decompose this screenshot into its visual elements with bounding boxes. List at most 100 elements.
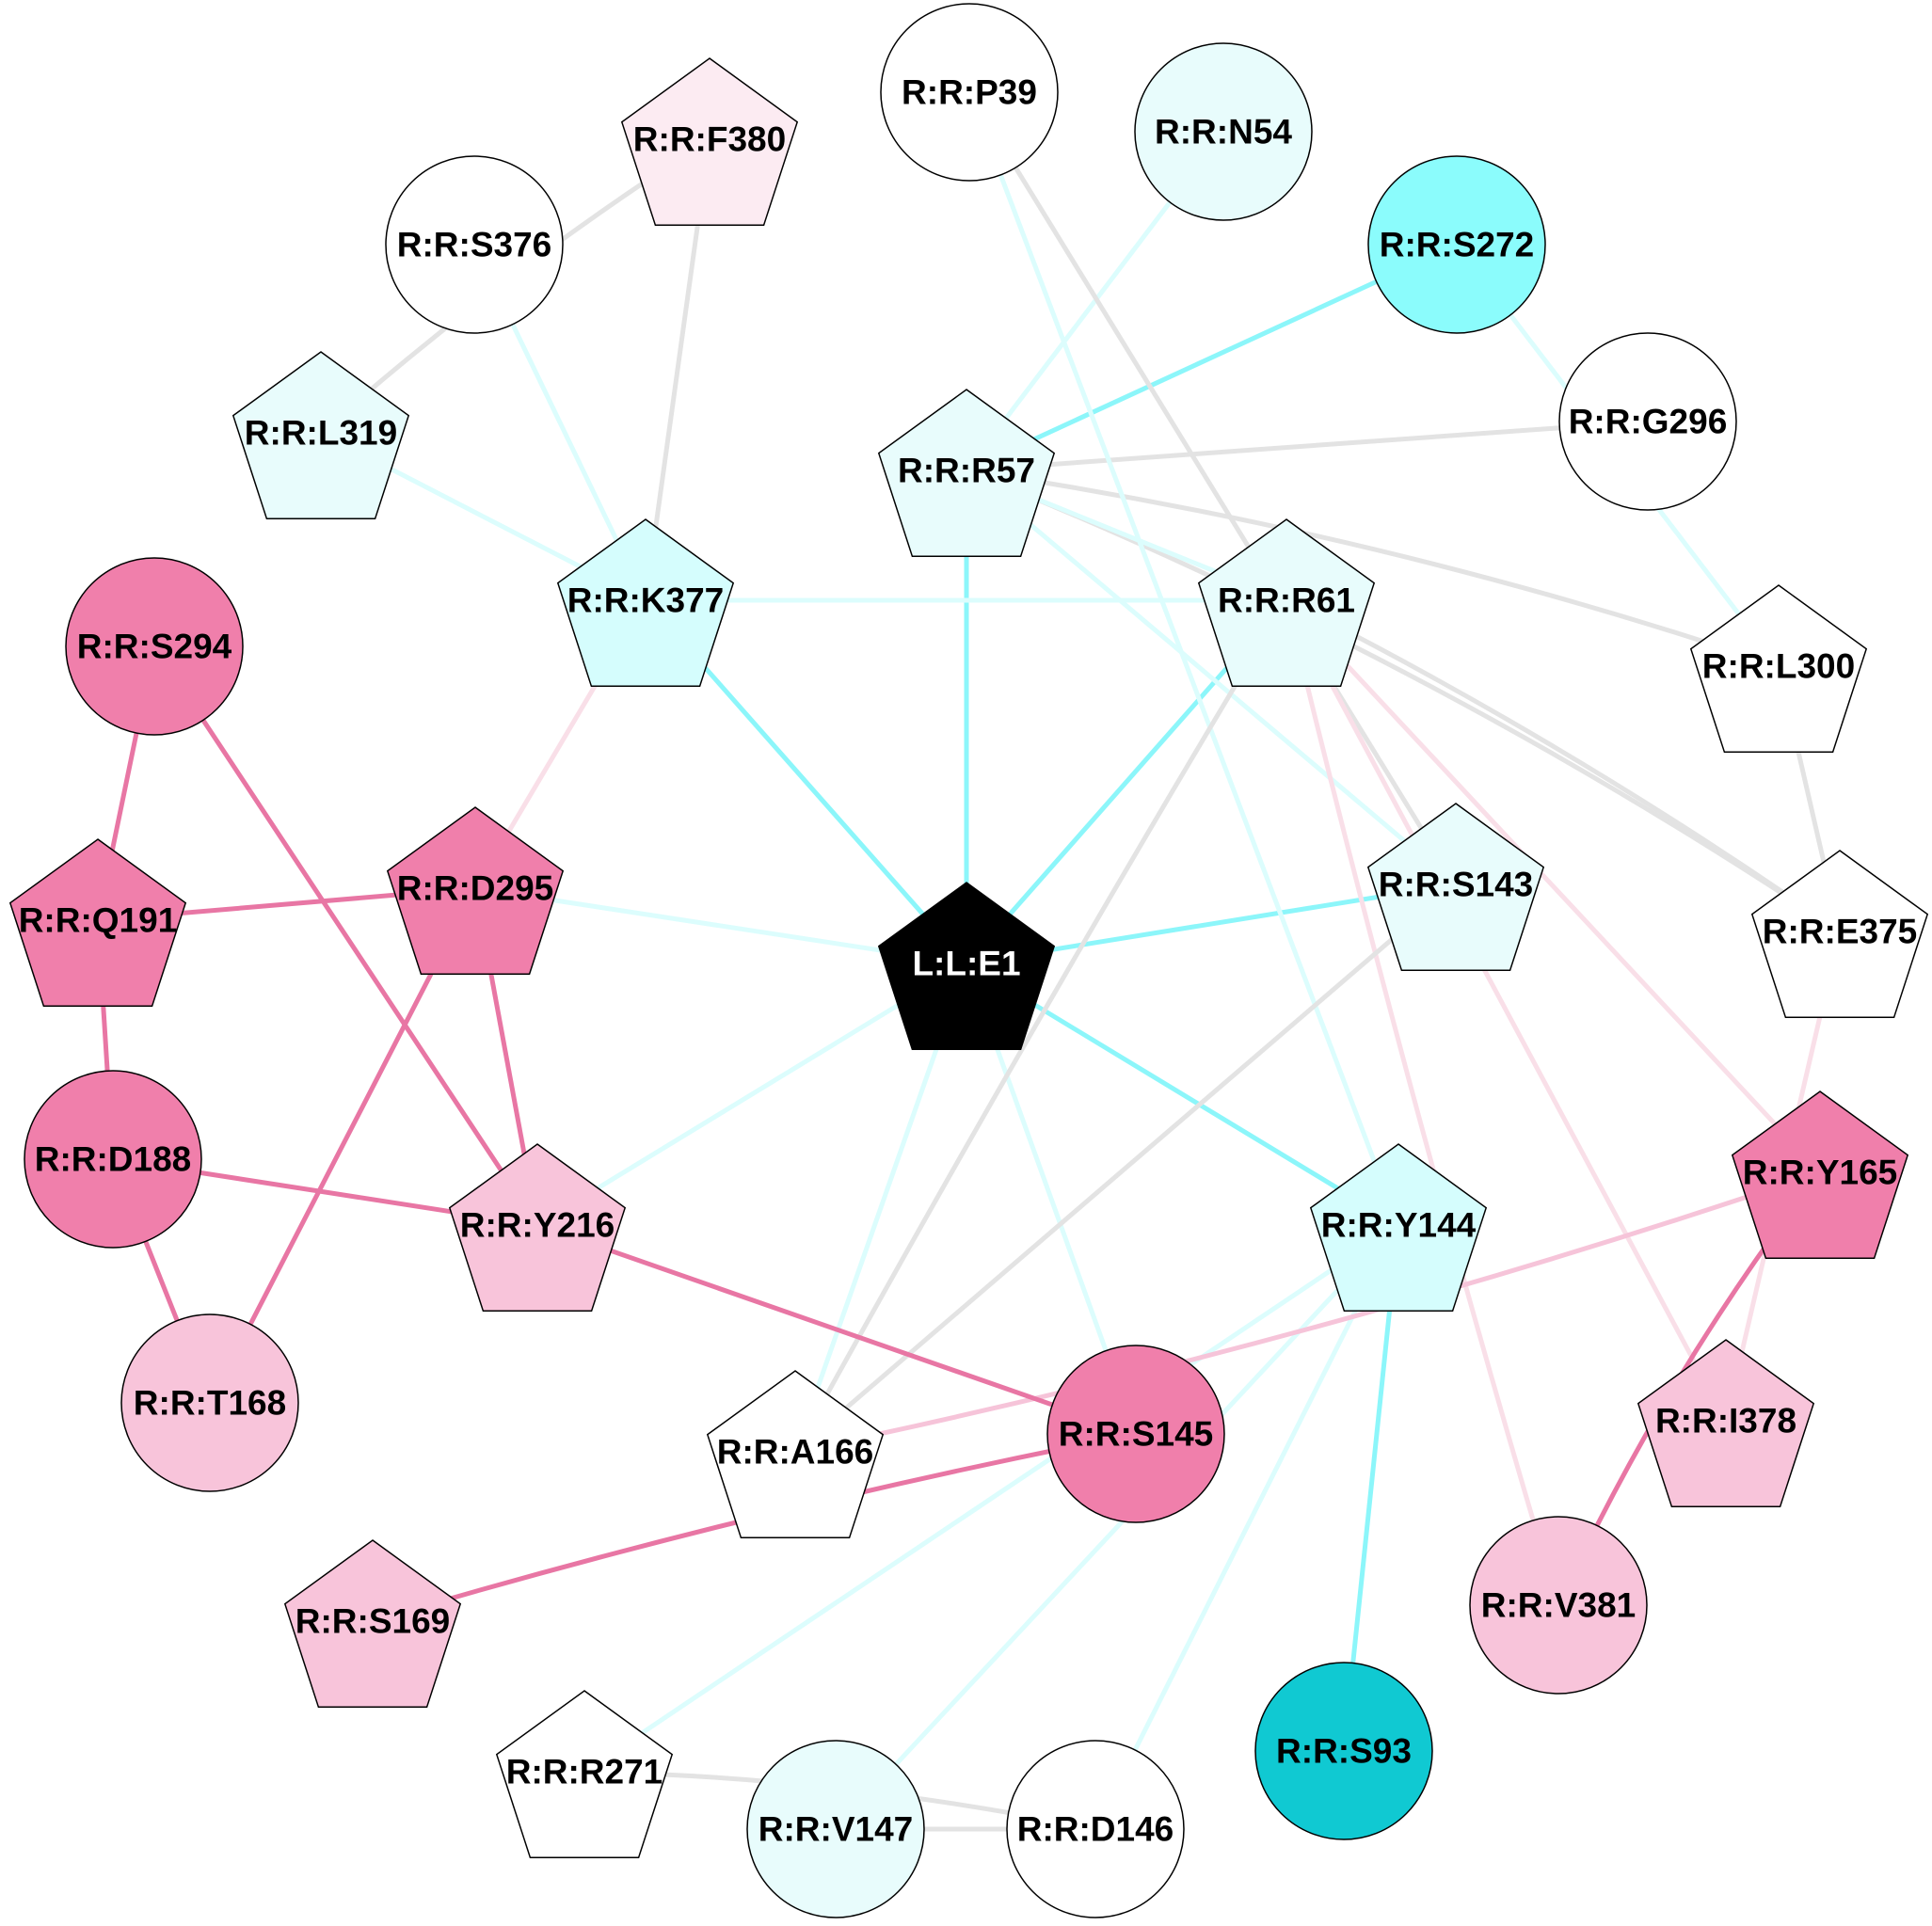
node-s272-circle	[1367, 155, 1546, 334]
node-label: R:R:D146	[1017, 1810, 1174, 1849]
node-v381-circle	[1469, 1516, 1648, 1695]
node-e1[interactable]: L:L:E1	[877, 882, 1056, 1051]
node-label: R:R:F380	[633, 120, 786, 159]
node-label: R:R:R57	[898, 452, 1035, 490]
node-l319-pentagon	[232, 351, 410, 520]
node-g296-circle	[1558, 332, 1737, 511]
node-r57-pentagon	[877, 389, 1056, 558]
edge-y144-r271	[583, 1222, 1400, 1775]
node-y144-pentagon	[1309, 1143, 1488, 1313]
node-e1-pentagon	[877, 882, 1056, 1051]
node-q191-pentagon	[8, 838, 187, 1008]
node-v381[interactable]: R:R:V381	[1469, 1516, 1648, 1695]
node-label: R:R:Y216	[460, 1206, 615, 1245]
edge-r61-e375	[1285, 597, 1842, 934]
node-d295[interactable]: R:R:D295	[386, 806, 565, 976]
node-s376[interactable]: R:R:S376	[385, 155, 564, 334]
node-v147-circle	[746, 1740, 925, 1918]
node-r271[interactable]: R:R:R271	[495, 1690, 674, 1859]
node-y216[interactable]: R:R:Y216	[448, 1143, 627, 1313]
node-a166[interactable]: R:R:A166	[706, 1370, 885, 1539]
edge-s143-a166	[793, 883, 1458, 1454]
node-i378[interactable]: R:R:I378	[1637, 1339, 1815, 1508]
node-e375-pentagon	[1750, 850, 1929, 1019]
node-s93[interactable]: R:R:S93	[1254, 1662, 1433, 1840]
edge-s294-y216	[152, 645, 540, 1227]
node-s143[interactable]: R:R:S143	[1366, 803, 1545, 972]
node-label: R:R:G296	[1569, 403, 1728, 441]
node-q191[interactable]: R:R:Q191	[8, 838, 187, 1008]
node-label: R:R:S93	[1276, 1732, 1412, 1771]
edge-y165-a166	[794, 1170, 1821, 1455]
node-label: R:R:Y165	[1743, 1154, 1898, 1192]
node-label: R:R:L319	[245, 414, 397, 453]
node-label: R:R:A166	[717, 1433, 874, 1472]
node-v147[interactable]: R:R:V147	[746, 1740, 925, 1918]
node-label: R:R:I378	[1655, 1402, 1796, 1441]
node-label: R:R:D295	[397, 869, 554, 908]
node-r61[interactable]: R:R:R61	[1197, 518, 1376, 688]
node-k377-pentagon	[556, 518, 735, 688]
node-label: R:R:S376	[397, 226, 552, 264]
node-a166-pentagon	[706, 1370, 885, 1539]
node-l319[interactable]: R:R:L319	[232, 351, 410, 520]
edge-e1-y144	[965, 961, 1400, 1228]
node-s145-circle	[1046, 1345, 1225, 1523]
node-s272[interactable]: R:R:S272	[1367, 155, 1546, 334]
node-s294[interactable]: R:R:S294	[65, 557, 244, 736]
node-label: R:R:S169	[295, 1602, 451, 1641]
node-y216-pentagon	[448, 1143, 627, 1313]
node-y165[interactable]: R:R:Y165	[1731, 1090, 1909, 1260]
edge-r57-l300	[966, 468, 1780, 669]
node-d188[interactable]: R:R:D188	[24, 1070, 202, 1249]
node-s93-circle	[1254, 1662, 1433, 1840]
node-y165-pentagon	[1731, 1090, 1909, 1260]
node-d295-pentagon	[386, 806, 565, 976]
node-d146-circle	[1006, 1740, 1185, 1918]
node-d188-circle	[24, 1070, 202, 1249]
node-label: R:R:Q191	[19, 901, 178, 940]
node-s145[interactable]: R:R:S145	[1046, 1345, 1225, 1523]
node-label: R:R:L300	[1702, 647, 1855, 686]
edge-r57-g296	[966, 419, 1649, 473]
node-s169[interactable]: R:R:S169	[283, 1539, 462, 1709]
node-label: R:R:S294	[77, 628, 232, 666]
edge-y216-s145	[536, 1222, 1137, 1437]
node-s376-circle	[385, 155, 564, 334]
node-t168[interactable]: R:R:T168	[120, 1313, 299, 1492]
edge-p39-y144	[966, 91, 1401, 1226]
node-s143-pentagon	[1366, 803, 1545, 972]
node-r57[interactable]: R:R:R57	[877, 389, 1056, 558]
node-l300[interactable]: R:R:L300	[1689, 584, 1868, 754]
edge-e1-y216	[535, 961, 968, 1228]
node-label: R:R:V381	[1481, 1586, 1637, 1625]
node-label: R:R:S143	[1379, 866, 1534, 904]
node-label: R:R:N54	[1155, 113, 1292, 151]
node-i378-pentagon	[1637, 1339, 1815, 1508]
node-y144[interactable]: R:R:Y144	[1309, 1143, 1488, 1313]
node-label: R:R:S272	[1380, 226, 1535, 264]
node-g296[interactable]: R:R:G296	[1558, 332, 1737, 511]
node-p39[interactable]: R:R:P39	[880, 3, 1059, 182]
edge-p39-s143	[966, 90, 1459, 886]
edge-r61-y165	[1285, 598, 1822, 1174]
node-e375[interactable]: R:R:E375	[1750, 850, 1929, 1019]
node-label: R:R:S145	[1059, 1415, 1214, 1454]
node-label: R:R:D188	[35, 1140, 192, 1179]
node-label: R:R:T168	[134, 1384, 286, 1423]
node-n54[interactable]: R:R:N54	[1134, 42, 1313, 221]
node-label: R:R:P39	[902, 73, 1037, 112]
edge-r61-v381	[1284, 599, 1561, 1606]
edge-y144-d146	[1093, 1223, 1401, 1831]
node-k377[interactable]: R:R:K377	[556, 518, 735, 688]
node-s169-pentagon	[283, 1539, 462, 1709]
node-f380[interactable]: R:R:F380	[620, 57, 799, 227]
node-l300-pentagon	[1689, 584, 1868, 754]
node-label: R:R:Y144	[1321, 1206, 1477, 1245]
node-label: L:L:E1	[912, 945, 1020, 983]
node-d146[interactable]: R:R:D146	[1006, 1740, 1185, 1918]
node-r271-pentagon	[495, 1690, 674, 1859]
node-label: R:R:E375	[1763, 913, 1918, 951]
